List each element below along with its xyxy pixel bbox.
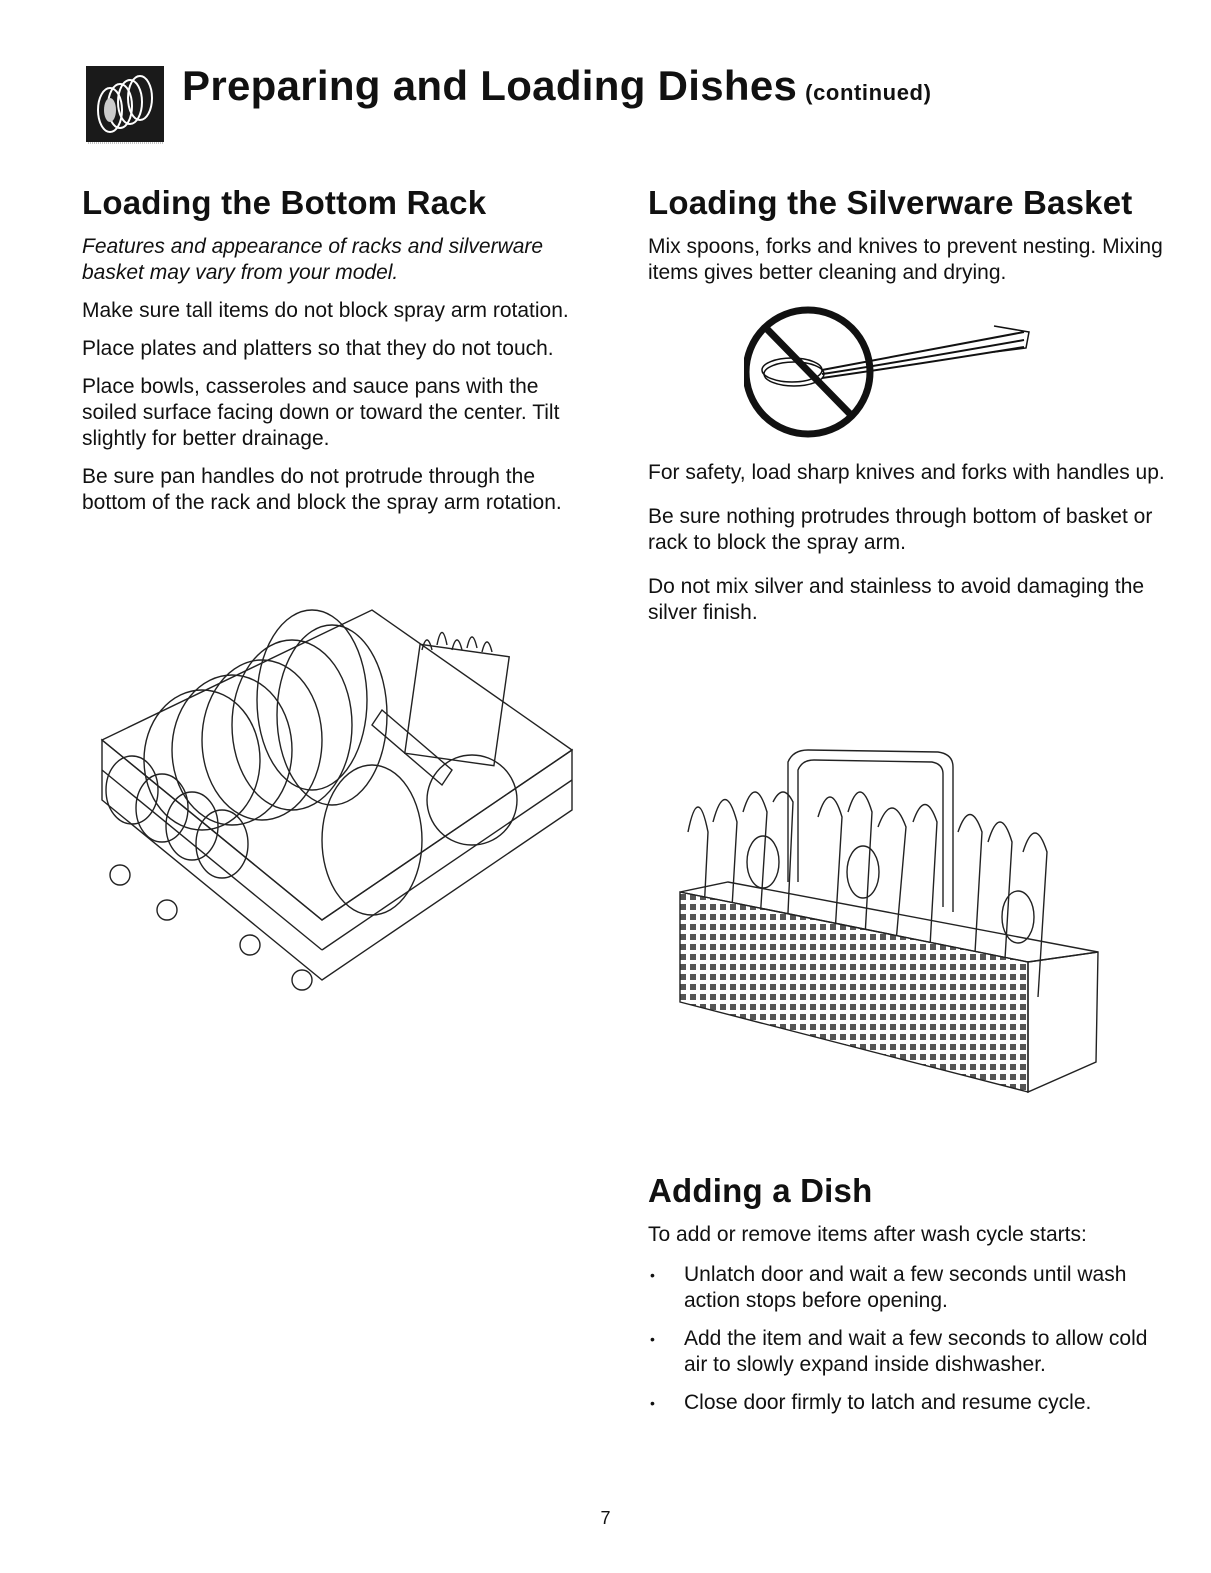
bottom-rack-paragraph: Place bowls, casseroles and sauce pans w… (82, 375, 560, 450)
silverware-tips: For safety, load sharp knives and forks … (648, 460, 1168, 638)
silverware-paragraph: For safety, load sharp knives and forks … (648, 461, 1165, 484)
bottom-rack-section: Loading the Bottom Rack Features and app… (82, 184, 582, 528)
silverware-paragraph: Be sure nothing protrudes through bottom… (648, 505, 1153, 554)
bottom-rack-illustration (100, 609, 574, 991)
adding-dish-steps: Unlatch door and wait a few seconds unti… (648, 1262, 1168, 1416)
bottom-rack-heading: Loading the Bottom Rack (82, 184, 487, 221)
bottom-rack-paragraph: Be sure pan handles do not protrude thro… (82, 465, 562, 514)
list-item: Add the item and wait a few seconds to a… (648, 1326, 1168, 1378)
silverware-intro: Mix spoons, forks and knives to prevent … (648, 235, 1163, 284)
list-item: Unlatch door and wait a few seconds unti… (648, 1262, 1168, 1314)
silverware-heading: Loading the Silverware Basket (648, 184, 1133, 221)
silverware-basket-illustration (679, 749, 1099, 1094)
model-variation-note: Features and appearance of racks and sil… (82, 235, 544, 284)
adding-dish-heading: Adding a Dish (648, 1172, 873, 1209)
no-nesting-spoons-icon (744, 306, 1030, 438)
list-item: Close door firmly to latch and resume cy… (648, 1390, 1168, 1416)
silverware-section: Loading the Silverware Basket Mix spoons… (648, 184, 1168, 298)
continued-label: (continued) (805, 80, 932, 105)
bottom-rack-paragraph: Make sure tall items do not block spray … (82, 299, 569, 322)
adding-dish-section: Adding a Dish To add or remove items aft… (648, 1172, 1168, 1428)
adding-dish-intro: To add or remove items after wash cycle … (648, 1223, 1087, 1246)
page-number: 7 (600, 1508, 611, 1528)
silverware-paragraph: Do not mix silver and stainless to avoid… (648, 575, 1145, 624)
bottom-rack-paragraph: Place plates and platters so that they d… (82, 337, 554, 360)
page-title: Preparing and Loading Dishes(continued) (182, 62, 932, 109)
dish-rack-icon (86, 66, 164, 144)
